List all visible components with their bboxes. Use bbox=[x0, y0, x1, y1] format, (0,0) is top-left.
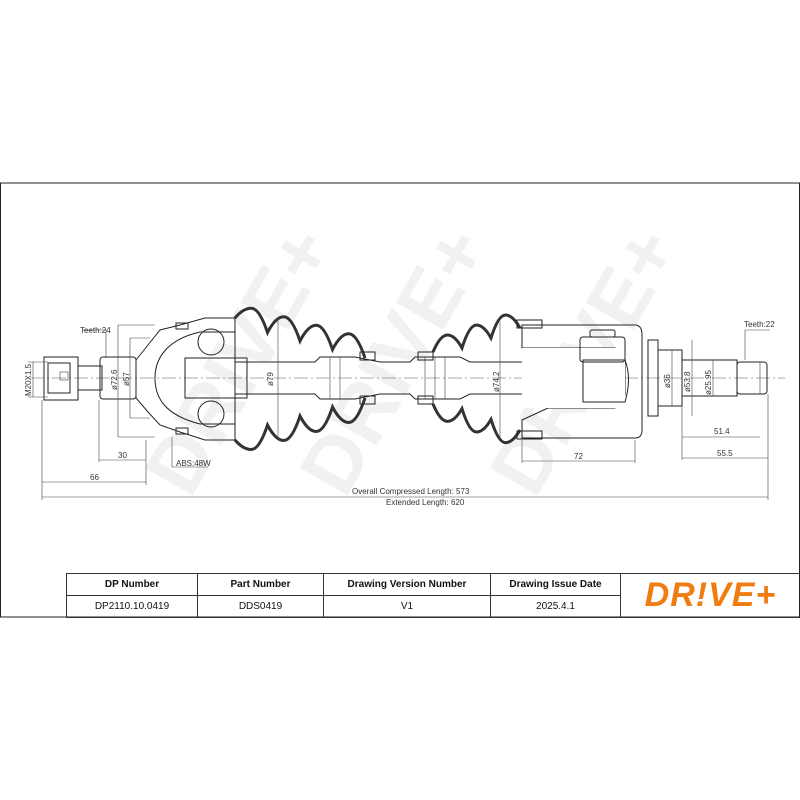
length-55-5-label: 55.5 bbox=[717, 449, 733, 458]
dia-25-95-label: ø25.95 bbox=[704, 370, 713, 395]
inner-boot bbox=[431, 403, 522, 445]
extended-length-label: Extended Length: 620 bbox=[386, 498, 465, 507]
inner-boot bbox=[431, 313, 522, 353]
brand-logo: DR!VE+ bbox=[644, 576, 777, 614]
dia-57-label: ø57 bbox=[122, 372, 131, 386]
dp-number-value: DP2110.10.0419 bbox=[66, 595, 198, 618]
teeth-left-label: Teeth:24 bbox=[80, 326, 111, 335]
length-72-label: 72 bbox=[574, 452, 583, 461]
axle-nut bbox=[43, 356, 79, 401]
cv-inner-race bbox=[184, 357, 248, 399]
inner-spline bbox=[736, 361, 768, 395]
abs-label: ABS:48W bbox=[176, 459, 211, 468]
teeth-right-label: Teeth:22 bbox=[744, 320, 775, 329]
outer-boot bbox=[233, 306, 367, 359]
length-66-label: 66 bbox=[90, 473, 99, 482]
header-issue-date: Drawing Issue Date bbox=[490, 573, 621, 596]
issue-date-value: 2025.4.1 bbox=[490, 595, 621, 618]
dimension-lines bbox=[28, 318, 770, 500]
dia-74-2-label: ø74.2 bbox=[492, 371, 501, 392]
header-drawing-version: Drawing Version Number bbox=[323, 573, 491, 596]
shaft-grooves bbox=[329, 357, 446, 399]
cv-ball bbox=[197, 328, 225, 356]
title-block: DP Number Part Number Drawing Version Nu… bbox=[66, 573, 800, 618]
overall-length-label: Overall Compressed Length: 573 bbox=[352, 487, 470, 496]
drawing-version-value: V1 bbox=[323, 595, 491, 618]
dia-36-label: ø36 bbox=[663, 374, 672, 388]
header-part-number: Part Number bbox=[197, 573, 324, 596]
brand-logo-cell: DR!VE+ bbox=[620, 573, 800, 618]
length-30-label: 30 bbox=[118, 451, 127, 460]
boot-clamp bbox=[417, 395, 434, 405]
part-number-value: DDS0419 bbox=[197, 595, 324, 618]
boot-clamp bbox=[417, 351, 434, 361]
boot-clamp bbox=[359, 351, 376, 361]
dia-79-label: ø79 bbox=[266, 372, 275, 386]
dia-53-8-label: ø53.8 bbox=[683, 371, 692, 392]
boot-clamp bbox=[359, 395, 376, 405]
dia-72-6-label: ø72.6 bbox=[110, 369, 119, 390]
thread-label: M20X1.5 bbox=[24, 363, 33, 396]
length-51-4-label: 51.4 bbox=[714, 427, 730, 436]
outer-stub-shaft bbox=[77, 365, 103, 391]
cv-ball bbox=[197, 400, 225, 428]
outer-boot bbox=[233, 397, 367, 452]
header-dp-number: DP Number bbox=[66, 573, 198, 596]
